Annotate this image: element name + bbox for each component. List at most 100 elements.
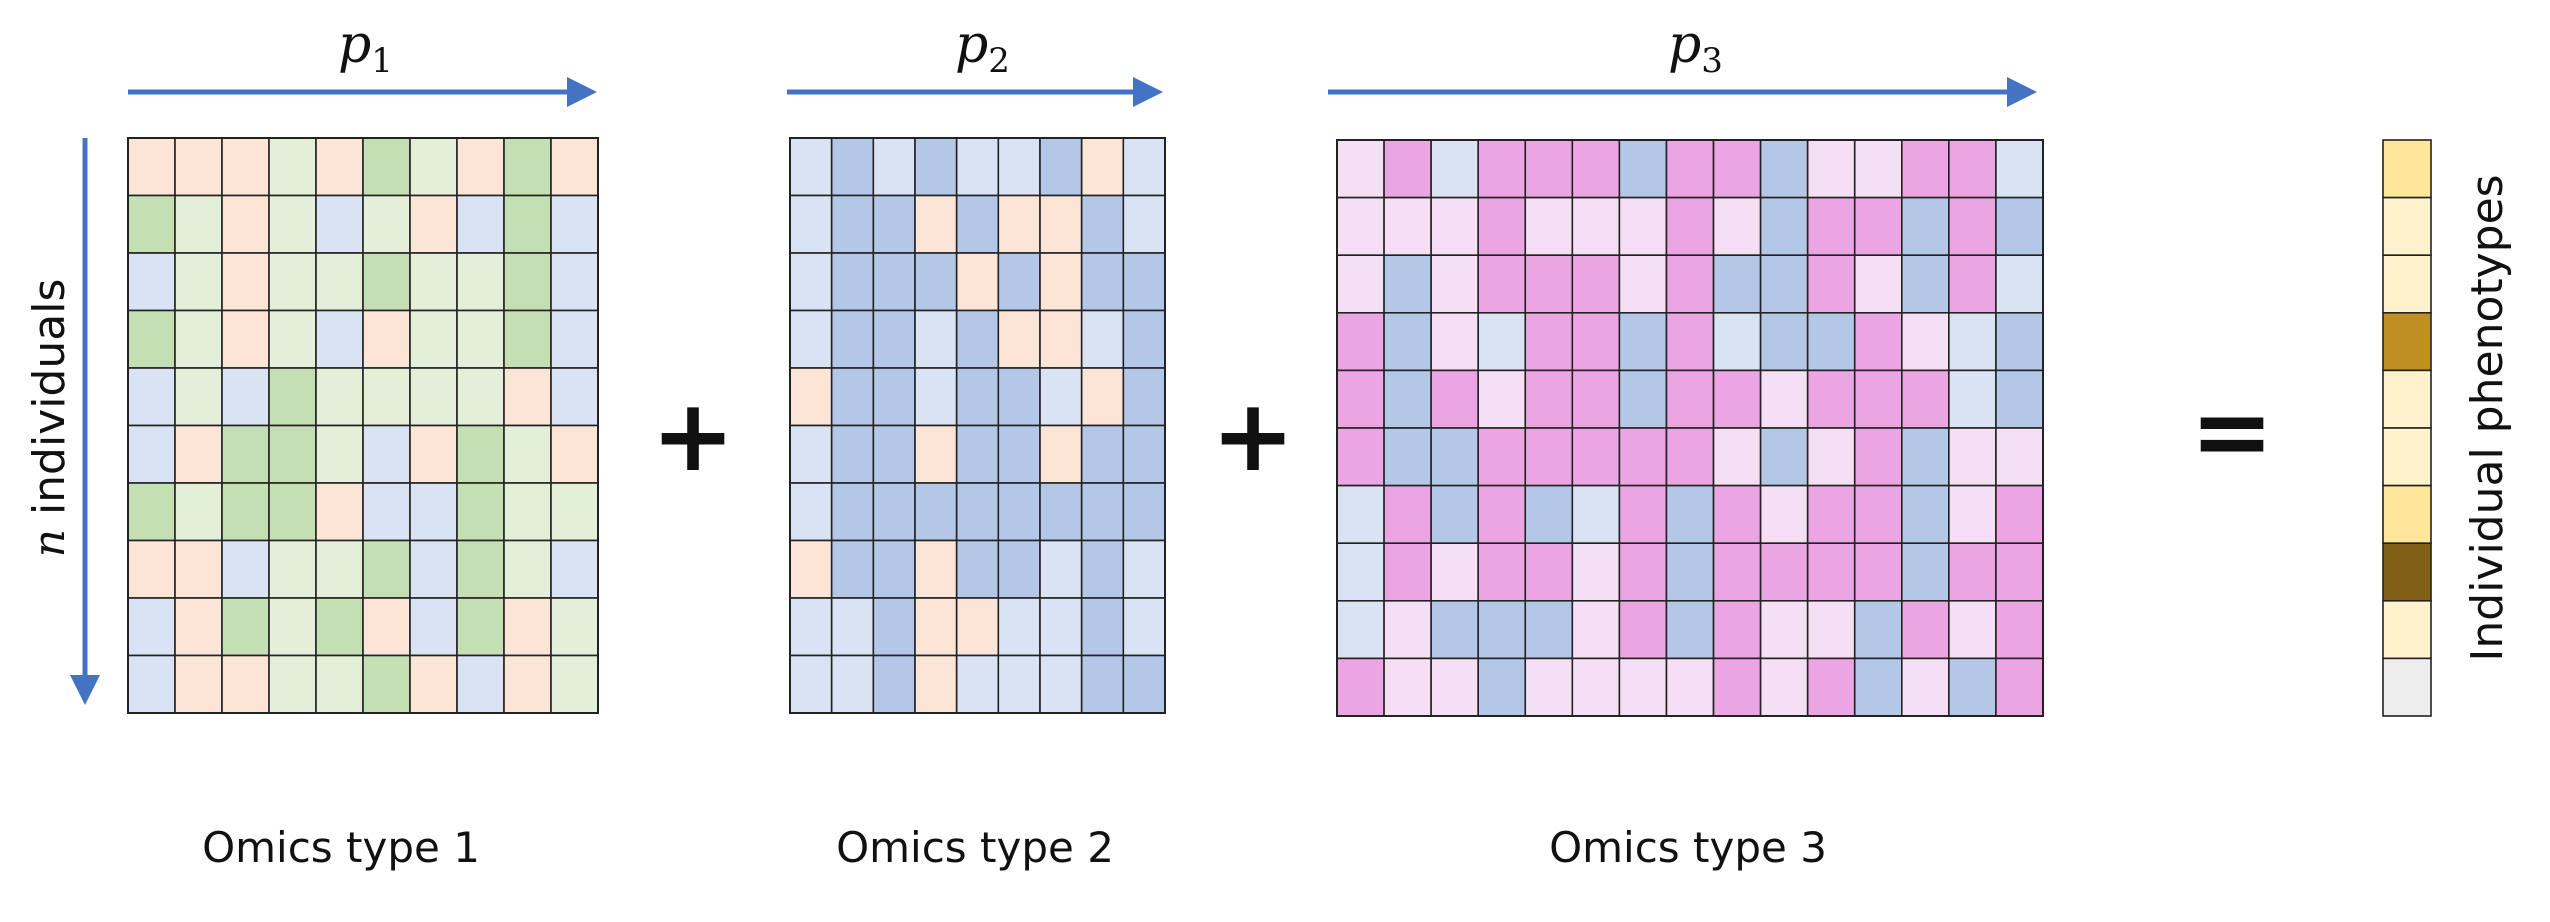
matrix-cell [1080,252,1125,312]
matrix-cell [1618,311,1668,372]
matrix-cell [221,194,270,254]
matrix-cell [1524,369,1574,429]
matrix-cell [1853,427,1903,487]
matrix-cell [955,654,1000,714]
matrix-cell [503,539,552,599]
matrix-cell [315,367,364,427]
matrix-cell [1039,194,1083,254]
matrix-cell [221,252,270,312]
matrix-cell [1618,139,1668,199]
matrix-cell [127,252,176,312]
matrix-cell [1080,482,1125,542]
matrix-cell [503,654,552,714]
matrix-cell [1524,254,1574,314]
matrix-cell [997,137,1041,197]
matrix-cell [1759,311,1809,372]
matrix-cell [1665,484,1715,545]
matrix-cell [362,252,411,312]
matrix-cell [127,367,176,427]
matrix-cell [221,654,270,714]
matrix-cell [1430,542,1480,602]
matrix-cell [1039,252,1083,312]
matrix-cell [456,424,505,484]
matrix-cell [1853,139,1903,199]
matrix-cell [1080,424,1125,484]
matrix-cell [409,482,458,542]
matrix-cell [409,252,458,312]
matrix-cell [1948,254,1997,314]
matrix-cell [1571,542,1621,602]
matrix-cell [1995,139,2044,199]
matrix-cell [1122,252,1166,312]
matrix-cell [1995,657,2044,717]
matrix-cell [127,194,176,254]
matrix-cell [503,194,552,254]
matrix-cell [1901,599,1950,660]
matrix-cell [1995,484,2044,545]
p2-label: p2 [955,15,1010,81]
matrix-cell [1901,196,1950,257]
matrix-cell [1336,139,1385,199]
matrix-cell [1383,139,1432,199]
matrix-cell [1948,311,1997,372]
matrix-cell [1524,311,1574,372]
matrix-cell [456,309,505,369]
matrix-cell [1477,657,1527,717]
matrix-cell [955,194,1000,254]
matrix-cell [1336,427,1385,487]
matrix-cell [1122,309,1166,369]
matrix-cell [503,252,552,312]
matrix-cell [268,654,317,714]
matrix-cell [550,252,599,312]
matrix-cell [1430,427,1480,487]
matrix-cell [830,424,875,484]
matrix-cell [830,539,875,599]
matrix-cell [456,194,505,254]
matrix-cell [362,309,411,369]
matrix-cell [1477,311,1527,372]
matrix-cell [1336,599,1385,660]
matrix-cell [1336,657,1385,717]
matrix-cell [1383,196,1432,257]
plus-sign-2: + [1211,377,1295,494]
matrix-cell [1759,484,1809,545]
matrix-cell [1039,654,1083,714]
matrix-cell [1122,424,1166,484]
plus-sign-1: + [651,377,735,494]
matrix-cell [268,539,317,599]
omics-1-matrix [127,137,599,714]
matrix-cell [1995,311,2044,372]
matrix-cell [1571,311,1621,372]
matrix-cell [1477,196,1527,257]
matrix-cell [1430,311,1480,372]
matrix-cell [1383,484,1432,545]
matrix-cell [174,194,223,254]
matrix-cell [221,424,270,484]
matrix-cell [127,654,176,714]
matrix-cell [872,194,916,254]
matrix-cell [409,194,458,254]
matrix-cell [315,137,364,197]
matrix-cell [1901,542,1950,602]
matrix-cell [1665,196,1715,257]
matrix-cell [1383,599,1432,660]
matrix-cell [268,252,317,312]
matrix-cell [550,367,599,427]
matrix-cell [1618,657,1668,717]
matrix-cell [955,482,1000,542]
matrix-cell [362,597,411,657]
matrix-cell [1712,311,1762,372]
matrix-cell [1524,599,1574,660]
matrix-cell [456,597,505,657]
matrix-cell [914,252,958,312]
matrix-cell [1995,254,2044,314]
matrix-cell [1122,654,1166,714]
matrix-cell [174,252,223,312]
matrix-cell [503,597,552,657]
matrix-cell [830,367,875,427]
matrix-cell [550,654,599,714]
matrix-cell [315,482,364,542]
matrix-cell [1948,139,1997,199]
matrix-cell [914,194,958,254]
